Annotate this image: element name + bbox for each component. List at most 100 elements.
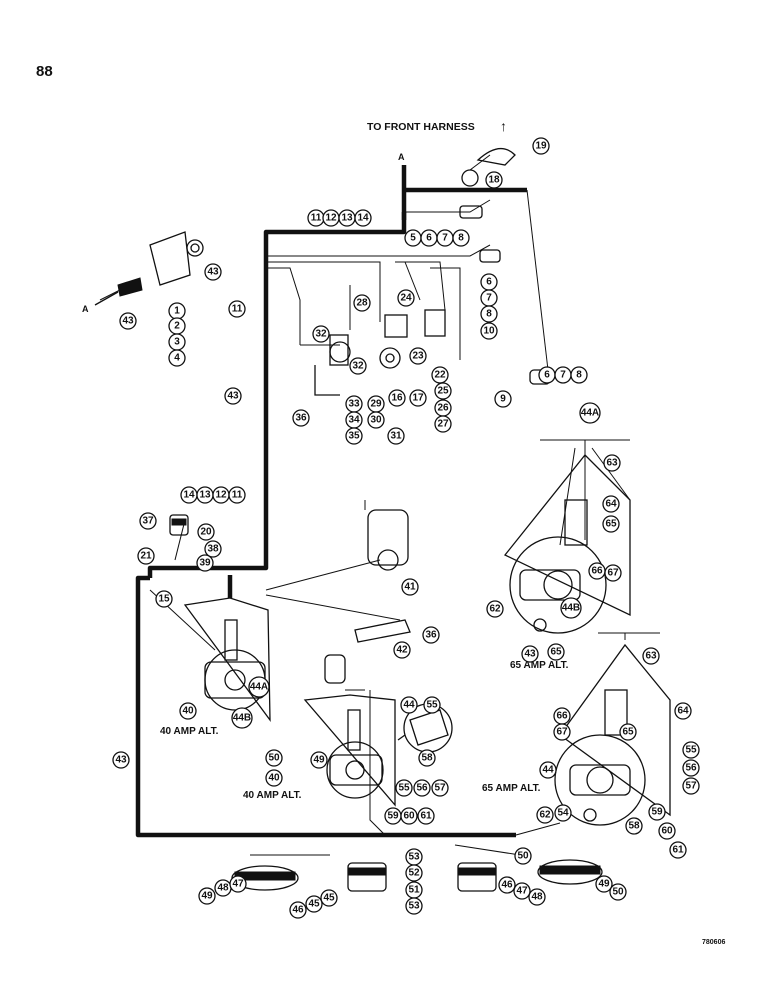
callout-14: 14	[354, 209, 372, 227]
svg-text:23: 23	[412, 351, 424, 362]
svg-text:40: 40	[182, 706, 194, 717]
callout-67: 67	[604, 564, 622, 582]
callout-54: 54	[554, 804, 572, 822]
callout-34: 34	[345, 411, 363, 429]
svg-text:22: 22	[434, 370, 446, 381]
svg-text:55: 55	[426, 700, 438, 711]
svg-text:51: 51	[408, 885, 420, 896]
svg-text:56: 56	[685, 763, 697, 774]
svg-text:64: 64	[677, 706, 689, 717]
svg-text:41: 41	[404, 582, 416, 593]
callout-21: 21	[137, 547, 155, 565]
svg-text:6: 6	[426, 233, 432, 244]
svg-text:54: 54	[557, 808, 569, 819]
callout-51: 51	[405, 881, 423, 899]
svg-text:57: 57	[685, 781, 697, 792]
callout-28: 28	[353, 294, 371, 312]
svg-text:7: 7	[442, 233, 448, 244]
svg-text:18: 18	[488, 175, 500, 186]
callout-49: 49	[595, 875, 613, 893]
svg-text:13: 13	[199, 490, 211, 501]
svg-text:29: 29	[370, 399, 382, 410]
svg-text:21: 21	[140, 551, 152, 562]
svg-text:16: 16	[391, 393, 403, 404]
svg-text:32: 32	[352, 361, 364, 372]
callout-44A: 44A	[579, 402, 601, 424]
front-harness-arrow: ↑	[500, 118, 507, 134]
callout-59: 59	[384, 807, 402, 825]
callout-43: 43	[521, 645, 539, 663]
connector-letter-top: A	[398, 152, 405, 162]
lamp-right-inner	[457, 862, 497, 892]
callout-8: 8	[452, 229, 470, 247]
callout-55: 55	[682, 741, 700, 759]
svg-text:62: 62	[539, 810, 551, 821]
svg-text:5: 5	[410, 233, 416, 244]
svg-text:36: 36	[295, 413, 307, 424]
svg-text:65: 65	[605, 519, 617, 530]
callout-18: 18	[485, 171, 503, 189]
callout-65: 65	[547, 643, 565, 661]
callout-56: 56	[682, 759, 700, 777]
svg-text:17: 17	[412, 393, 424, 404]
svg-text:44A: 44A	[250, 682, 268, 693]
svg-text:56: 56	[416, 783, 428, 794]
callout-44: 44	[400, 696, 418, 714]
callout-55: 55	[423, 696, 441, 714]
svg-text:40: 40	[268, 773, 280, 784]
callout-53: 53	[405, 897, 423, 915]
callout-60: 60	[658, 822, 676, 840]
svg-text:37: 37	[142, 516, 154, 527]
wiring	[99, 189, 561, 856]
callout-47: 47	[229, 875, 247, 893]
callout-44: 44	[539, 761, 557, 779]
callout-37: 37	[139, 512, 157, 530]
pressure-switch	[169, 514, 189, 536]
callout-64: 64	[602, 495, 620, 513]
svg-text:48: 48	[531, 892, 543, 903]
svg-text:28: 28	[356, 298, 368, 309]
svg-text:50: 50	[268, 753, 280, 764]
svg-text:13: 13	[341, 213, 353, 224]
callout-60: 60	[400, 807, 418, 825]
callout-9: 9	[494, 390, 512, 408]
svg-text:8: 8	[576, 370, 582, 381]
callout-64: 64	[674, 702, 692, 720]
svg-text:55: 55	[685, 745, 697, 756]
callout-20: 20	[197, 523, 215, 541]
svg-text:64: 64	[605, 499, 617, 510]
connector-18-19	[461, 148, 516, 187]
callout-50: 50	[514, 847, 532, 865]
svg-text:43: 43	[227, 391, 239, 402]
callout-48: 48	[528, 888, 546, 906]
svg-text:11: 11	[311, 213, 322, 224]
callout-57: 57	[431, 779, 449, 797]
callout-16: 16	[388, 389, 406, 407]
svg-text:2: 2	[174, 321, 180, 332]
svg-text:53: 53	[408, 901, 420, 912]
svg-text:24: 24	[400, 293, 412, 304]
callout-38: 38	[204, 540, 222, 558]
callout-36: 36	[422, 626, 440, 644]
callout-55: 55	[395, 779, 413, 797]
alt40-mid-label: 40 AMP ALT.	[243, 790, 302, 801]
lamp-left-inner	[347, 862, 387, 892]
svg-text:44: 44	[403, 700, 415, 711]
callout-40: 40	[179, 702, 197, 720]
callout-2: 2	[168, 317, 186, 335]
callout-35: 35	[345, 427, 363, 445]
callout-45: 45	[305, 895, 323, 913]
callout-43: 43	[204, 263, 222, 281]
svg-text:30: 30	[370, 415, 382, 426]
svg-text:65: 65	[550, 647, 562, 658]
callout-3: 3	[168, 333, 186, 351]
alternator-40a-left	[183, 597, 271, 723]
alternator-40a-mid	[303, 689, 396, 807]
svg-text:26: 26	[437, 403, 449, 414]
svg-text:10: 10	[483, 326, 495, 337]
callout-45: 45	[320, 889, 338, 907]
callout-10: 10	[480, 322, 498, 340]
relay-cluster	[314, 309, 446, 396]
callout-11: 11	[307, 209, 325, 227]
